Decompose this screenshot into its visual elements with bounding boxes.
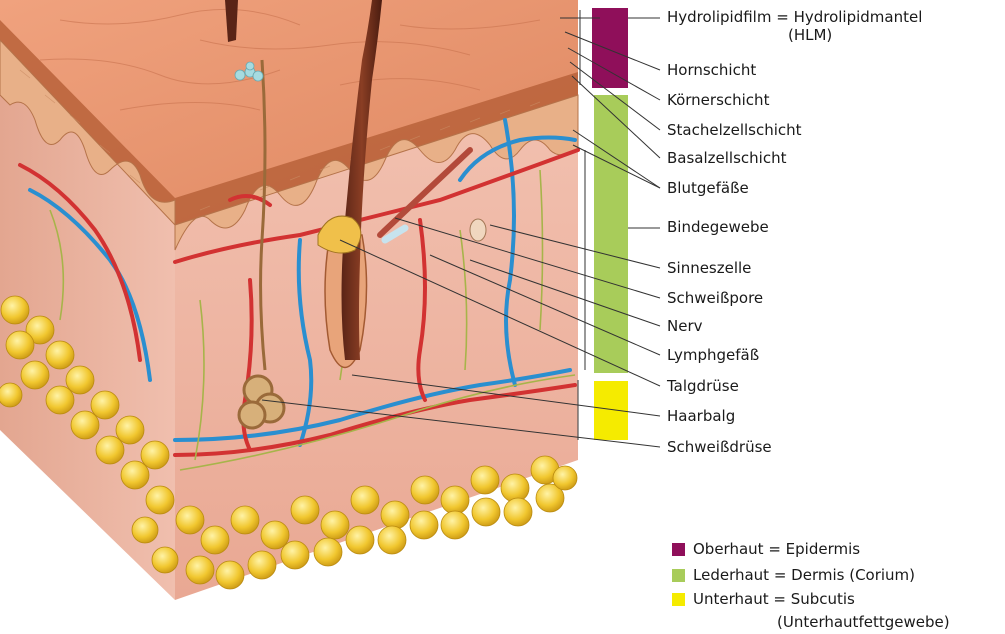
label-hair-follicle: Haarbalg: [667, 407, 735, 425]
label-sensory-cell: Sinneszelle: [667, 259, 751, 277]
label-sebaceous-gland: Talgdrüse: [667, 377, 739, 395]
legend-swatch-dermis: [672, 569, 685, 582]
label-granular-layer: Körnerschicht: [667, 91, 769, 109]
dermis-bar: [594, 95, 628, 373]
subcutis-bar: [594, 381, 628, 440]
legend-text-subcutis: Unterhaut = Subcutis: [693, 590, 855, 609]
label-nerve: Nerv: [667, 317, 703, 335]
label-spinous-layer: Stachelzellschicht: [667, 121, 802, 139]
sensory-cell: [470, 219, 486, 241]
label-connective-tissue: Bindegewebe: [667, 218, 769, 236]
label-blood-vessels: Blutgefäße: [667, 179, 749, 197]
label-sweat-pore: Schweißpore: [667, 289, 763, 307]
legend-text-dermis: Lederhaut = Dermis (Corium): [693, 566, 915, 585]
label-hydrolipid-film: Hydrolipidfilm = Hydrolipidmantel: [667, 8, 922, 26]
legend-subcutis-note: (Unterhautfettgewebe): [777, 613, 950, 631]
legend-swatch-subcutis: [672, 593, 685, 606]
layer-brackets: [578, 10, 585, 440]
label-basal-layer: Basalzellschicht: [667, 149, 786, 167]
label-lymph-vessel: Lymphgefäß: [667, 346, 759, 364]
label-horny-layer: Hornschicht: [667, 61, 756, 79]
legend-swatch-epidermis: [672, 543, 685, 556]
epidermis-bar: [592, 8, 628, 88]
label-sweat-gland: Schweißdrüse: [667, 438, 772, 456]
label-hlm: (HLM): [788, 26, 832, 44]
legend-text-epidermis: Oberhaut = Epidermis: [693, 540, 860, 559]
